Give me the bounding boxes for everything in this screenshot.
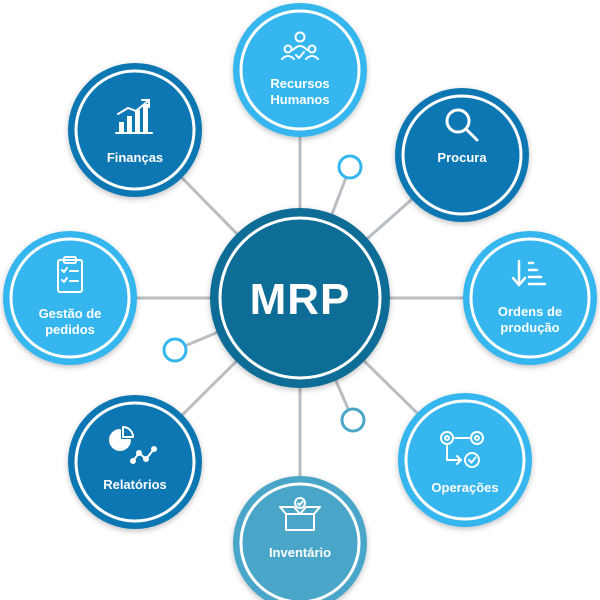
node-circle [233,476,367,600]
node-procura[interactable]: Procura [395,88,529,222]
node-circle [3,231,137,365]
node-label: produção [500,320,559,335]
node-ring [469,237,591,359]
node-recursos-humanos[interactable]: Recursos Humanos [233,3,367,137]
small-node [162,337,188,363]
small-node [340,407,366,433]
clipboard-check-icon [57,256,83,293]
small-nodes [162,154,366,433]
center-ring [218,216,382,380]
node-operacoes[interactable]: Operações [398,393,532,527]
node-label: Gestão de [39,306,102,321]
node-financas[interactable]: Finanças [68,63,202,197]
node-label: Ordens de [498,304,562,319]
open-box-icon [279,497,321,531]
node-circle [463,231,597,365]
node-ring [404,399,526,521]
node-label: Procura [437,150,487,165]
node-ring [239,482,361,600]
node-label: Recursos [270,76,329,91]
center-label: MRP [250,275,351,324]
sort-descending-icon [511,259,547,287]
people-network-icon [281,31,319,60]
bar-growth-icon [115,99,153,134]
node-label: pedidos [45,322,95,337]
node-label: Humanos [270,92,329,107]
node-ordens-producao[interactable]: Ordens de produção [463,231,597,365]
node-ring [74,69,196,191]
node-label: Inventário [269,545,331,560]
node-relatorios[interactable]: Relatórios [68,395,202,529]
node-gestao-pedidos[interactable]: Gestão de pedidos [3,231,137,365]
node-ring [401,94,523,216]
center-node[interactable]: MRP [210,208,390,388]
node-ring [9,237,131,359]
magnifier-icon [445,108,479,142]
node-label: Operações [431,480,498,495]
small-node [337,154,363,180]
node-inventario[interactable]: Inventário [233,476,367,600]
center-circle [210,208,390,388]
pie-trend-icon [109,426,157,464]
node-label: Finanças [107,150,163,165]
gears-flow-icon [440,431,484,468]
node-circle [233,3,367,137]
node-label: Relatórios [103,477,167,492]
node-ring [239,9,361,131]
node-circle [395,88,529,222]
node-ring [74,401,196,523]
